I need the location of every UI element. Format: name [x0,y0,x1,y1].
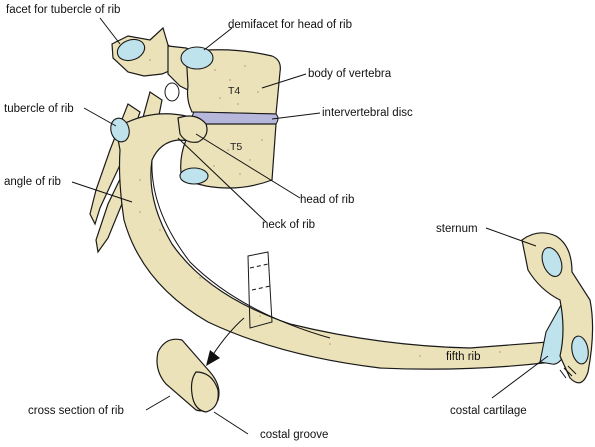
leader-disc [271,112,321,120]
section-arrowhead [206,350,220,366]
leader-cross-section [145,395,171,411]
label-sternum: sternum [436,223,478,235]
label-facet-tubercle: facet for tubercle of rib [6,4,120,16]
leader-lines [71,17,549,435]
label-angle-rib: angle of rib [4,176,61,188]
labels: facet for tubercle of rib demifacet for … [4,4,527,441]
label-cross-section: cross section of rib [28,405,124,417]
leader-body-vertebra [261,73,307,89]
cross-section-piece [156,338,220,413]
sternal-facet-upper [541,247,563,277]
label-intervertebral-disc: intervertebral disc [322,107,413,119]
label-demifacet-head: demifacet for head of rib [228,19,352,31]
leader-angle-rib [71,181,133,203]
rib-tubercle-facet [110,117,130,143]
section-plane [206,251,273,366]
label-tubercle-rib: tubercle of rib [4,103,74,115]
leader-demifacet [203,27,233,51]
leader-head-rib [195,133,301,199]
label-head-rib: head of rib [300,194,354,206]
vertebral-column [89,26,281,254]
rib-shaft [115,113,553,370]
leader-facet-tubercle [99,17,121,45]
intervertebral-foramen [164,82,180,102]
leader-costal-cartilage [491,355,549,399]
sternum-group [521,232,594,384]
bone-texture [149,59,263,175]
facet-tubercle-shape [116,38,146,62]
sternal-facet-lower [571,335,589,365]
label-costal-cartilage: costal cartilage [450,405,527,417]
label-body-vertebra: body of vertebra [308,68,392,80]
demifacet-upper [180,46,214,70]
intervertebral-disc-shape [191,111,279,125]
section-plane-rect [247,251,273,329]
leader-sternum [485,227,537,247]
leader-costal-groove [213,411,249,435]
label-neck-rib: neck of rib [262,219,315,231]
section-arrow [211,317,245,357]
label-t5: T5 [230,141,242,153]
vertebral-body-t4 [185,49,281,115]
label-costal-groove: costal groove [260,429,328,441]
label-fifth-rib: fifth rib [446,351,481,363]
label-t4: T4 [228,85,240,97]
demifacet-lower [179,167,209,185]
rib [110,113,581,370]
leader-tubercle-rib [83,107,117,127]
leader-neck-rib [177,137,267,223]
